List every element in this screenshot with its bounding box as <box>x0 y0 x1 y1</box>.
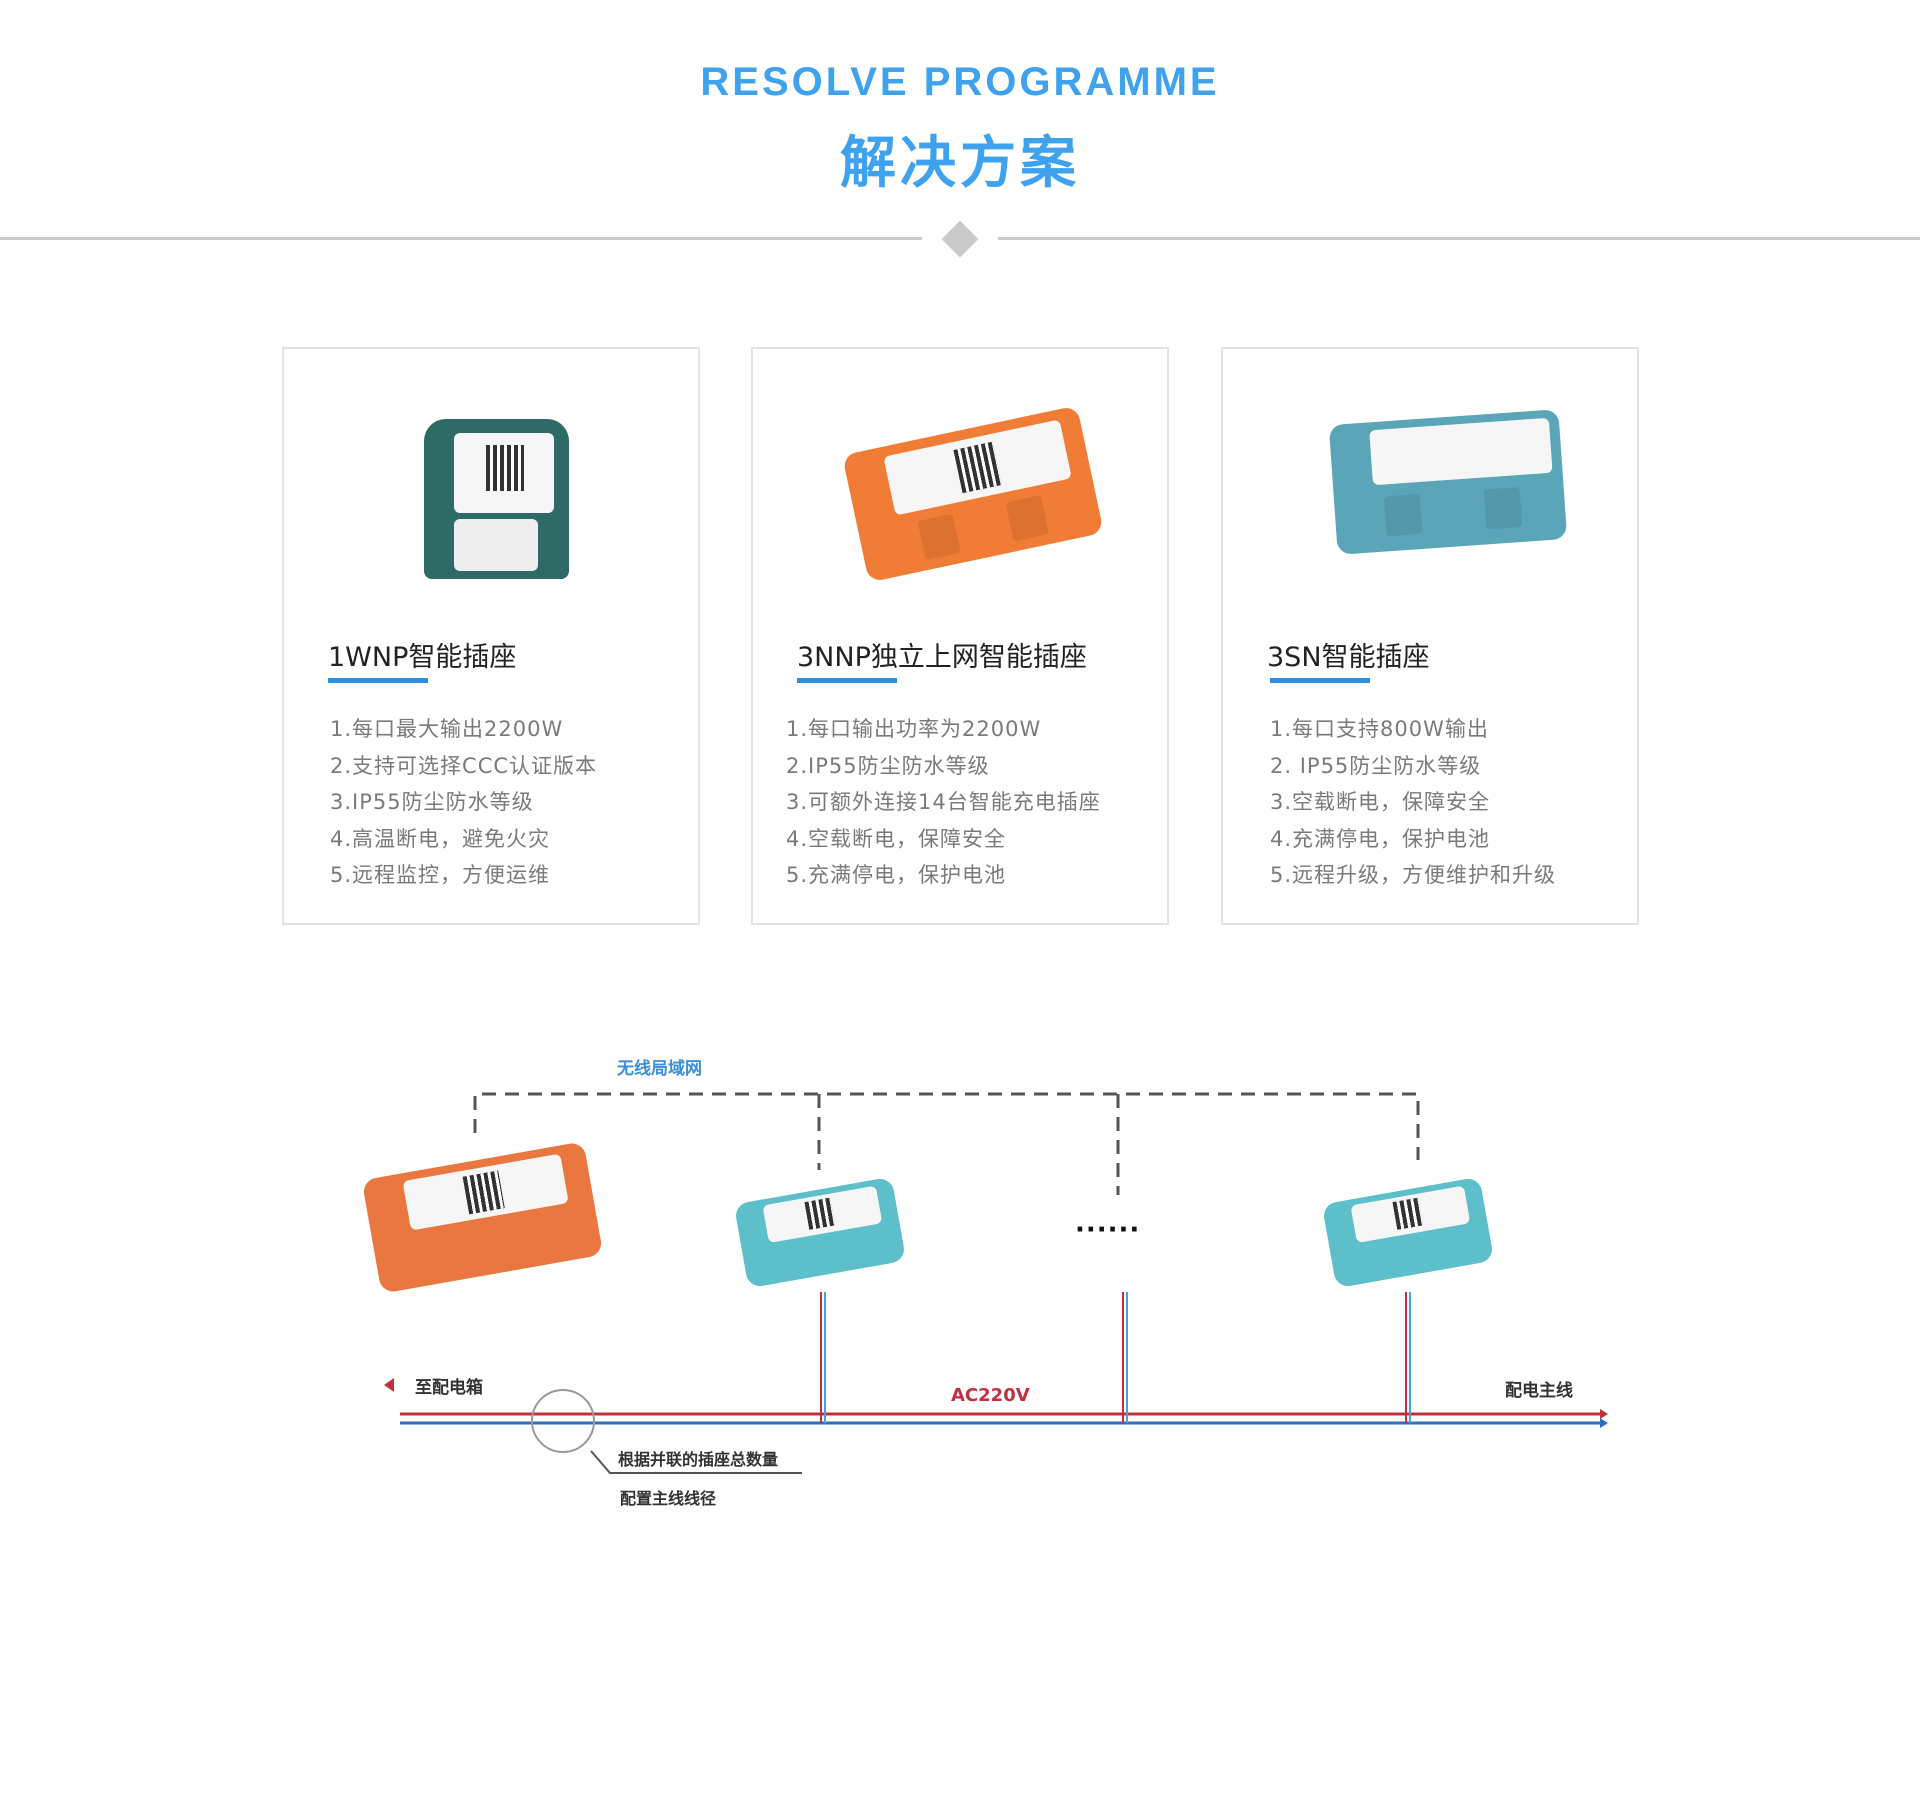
feature-item: 3.可额外连接14台智能充电插座 <box>786 790 1101 815</box>
product-card-3nnp[interactable]: 3NNP独立上网智能插座 1.每口输出功率为2200W 2.IP55防尘防水等级… <box>751 347 1169 925</box>
feature-item: 1.每口输出功率为2200W <box>786 717 1042 741</box>
card-title: 1WNP智能插座 <box>328 642 517 673</box>
feature-item: 3.空载断电，保障安全 <box>1270 790 1491 815</box>
feature-list: 1.每口输出功率为2200W 2.IP55防尘防水等级 3.可额外连接14台智能… <box>786 711 1101 894</box>
to-distribution-box-label: 至配电箱 <box>415 1378 483 1398</box>
title-underline <box>797 678 897 683</box>
title-underline <box>328 678 428 683</box>
feature-list: 1.每口支持800W输出 2. IP55防尘防水等级 3.空载断电，保障安全 4… <box>1270 711 1556 894</box>
section-title-en: RESOLVE PROGRAMME <box>700 60 1220 104</box>
feature-item: 4.高温断电，避免火灾 <box>330 826 551 851</box>
1wnp-socket-image <box>424 419 569 579</box>
feature-item: 4.空载断电，保障安全 <box>786 826 1007 851</box>
feature-item: 4.充满停电，保护电池 <box>1270 826 1491 851</box>
section-title-cn: 解决方案 <box>840 131 1080 196</box>
main-line-label: 配电主线 <box>1505 1381 1573 1401</box>
wlan-dashed-lines <box>473 1092 1420 1195</box>
leader-line <box>590 1450 802 1474</box>
divider-right <box>998 237 1920 240</box>
feature-item: 1.每口支持800W输出 <box>1270 717 1489 741</box>
feature-item: 5.远程升级，方便维护和升级 <box>1270 863 1557 888</box>
feature-item: 5.远程监控，方便运维 <box>330 863 551 888</box>
feature-item: 2.支持可选择CCC认证版本 <box>330 753 598 778</box>
product-card-3sn[interactable]: 3SN智能插座 1.每口支持800W输出 2. IP55防尘防水等级 3.空载断… <box>1221 347 1639 925</box>
feature-item: 5.充满停电，保护电池 <box>786 863 1007 888</box>
title-underline <box>1270 678 1370 683</box>
note-line-1: 根据并联的插座总数量 <box>618 1450 779 1469</box>
feature-item: 2.IP55防尘防水等级 <box>786 753 990 778</box>
junction-circle <box>531 1389 595 1453</box>
voltage-label: AC220V <box>951 1385 1030 1406</box>
feature-item: 1.每口最大输出2200W <box>330 717 564 741</box>
product-card-1wnp[interactable]: 1WNP智能插座 1.每口最大输出2200W 2.支持可选择CCC认证版本 3.… <box>282 347 700 925</box>
card-title: 3SN智能插座 <box>1267 642 1430 673</box>
feature-list: 1.每口最大输出2200W 2.支持可选择CCC认证版本 3.IP55防尘防水等… <box>330 711 597 894</box>
ellipsis-more-nodes: ······ <box>1075 1215 1141 1245</box>
note-line-2: 配置主线线径 <box>620 1489 717 1508</box>
arrow-left-icon <box>384 1378 394 1392</box>
divider-left <box>0 237 922 240</box>
feature-item: 3.IP55防尘防水等级 <box>330 790 534 815</box>
card-title: 3NNP独立上网智能插座 <box>797 642 1087 673</box>
feature-item: 2. IP55防尘防水等级 <box>1270 753 1482 778</box>
wlan-label: 无线局域网 <box>617 1059 702 1079</box>
